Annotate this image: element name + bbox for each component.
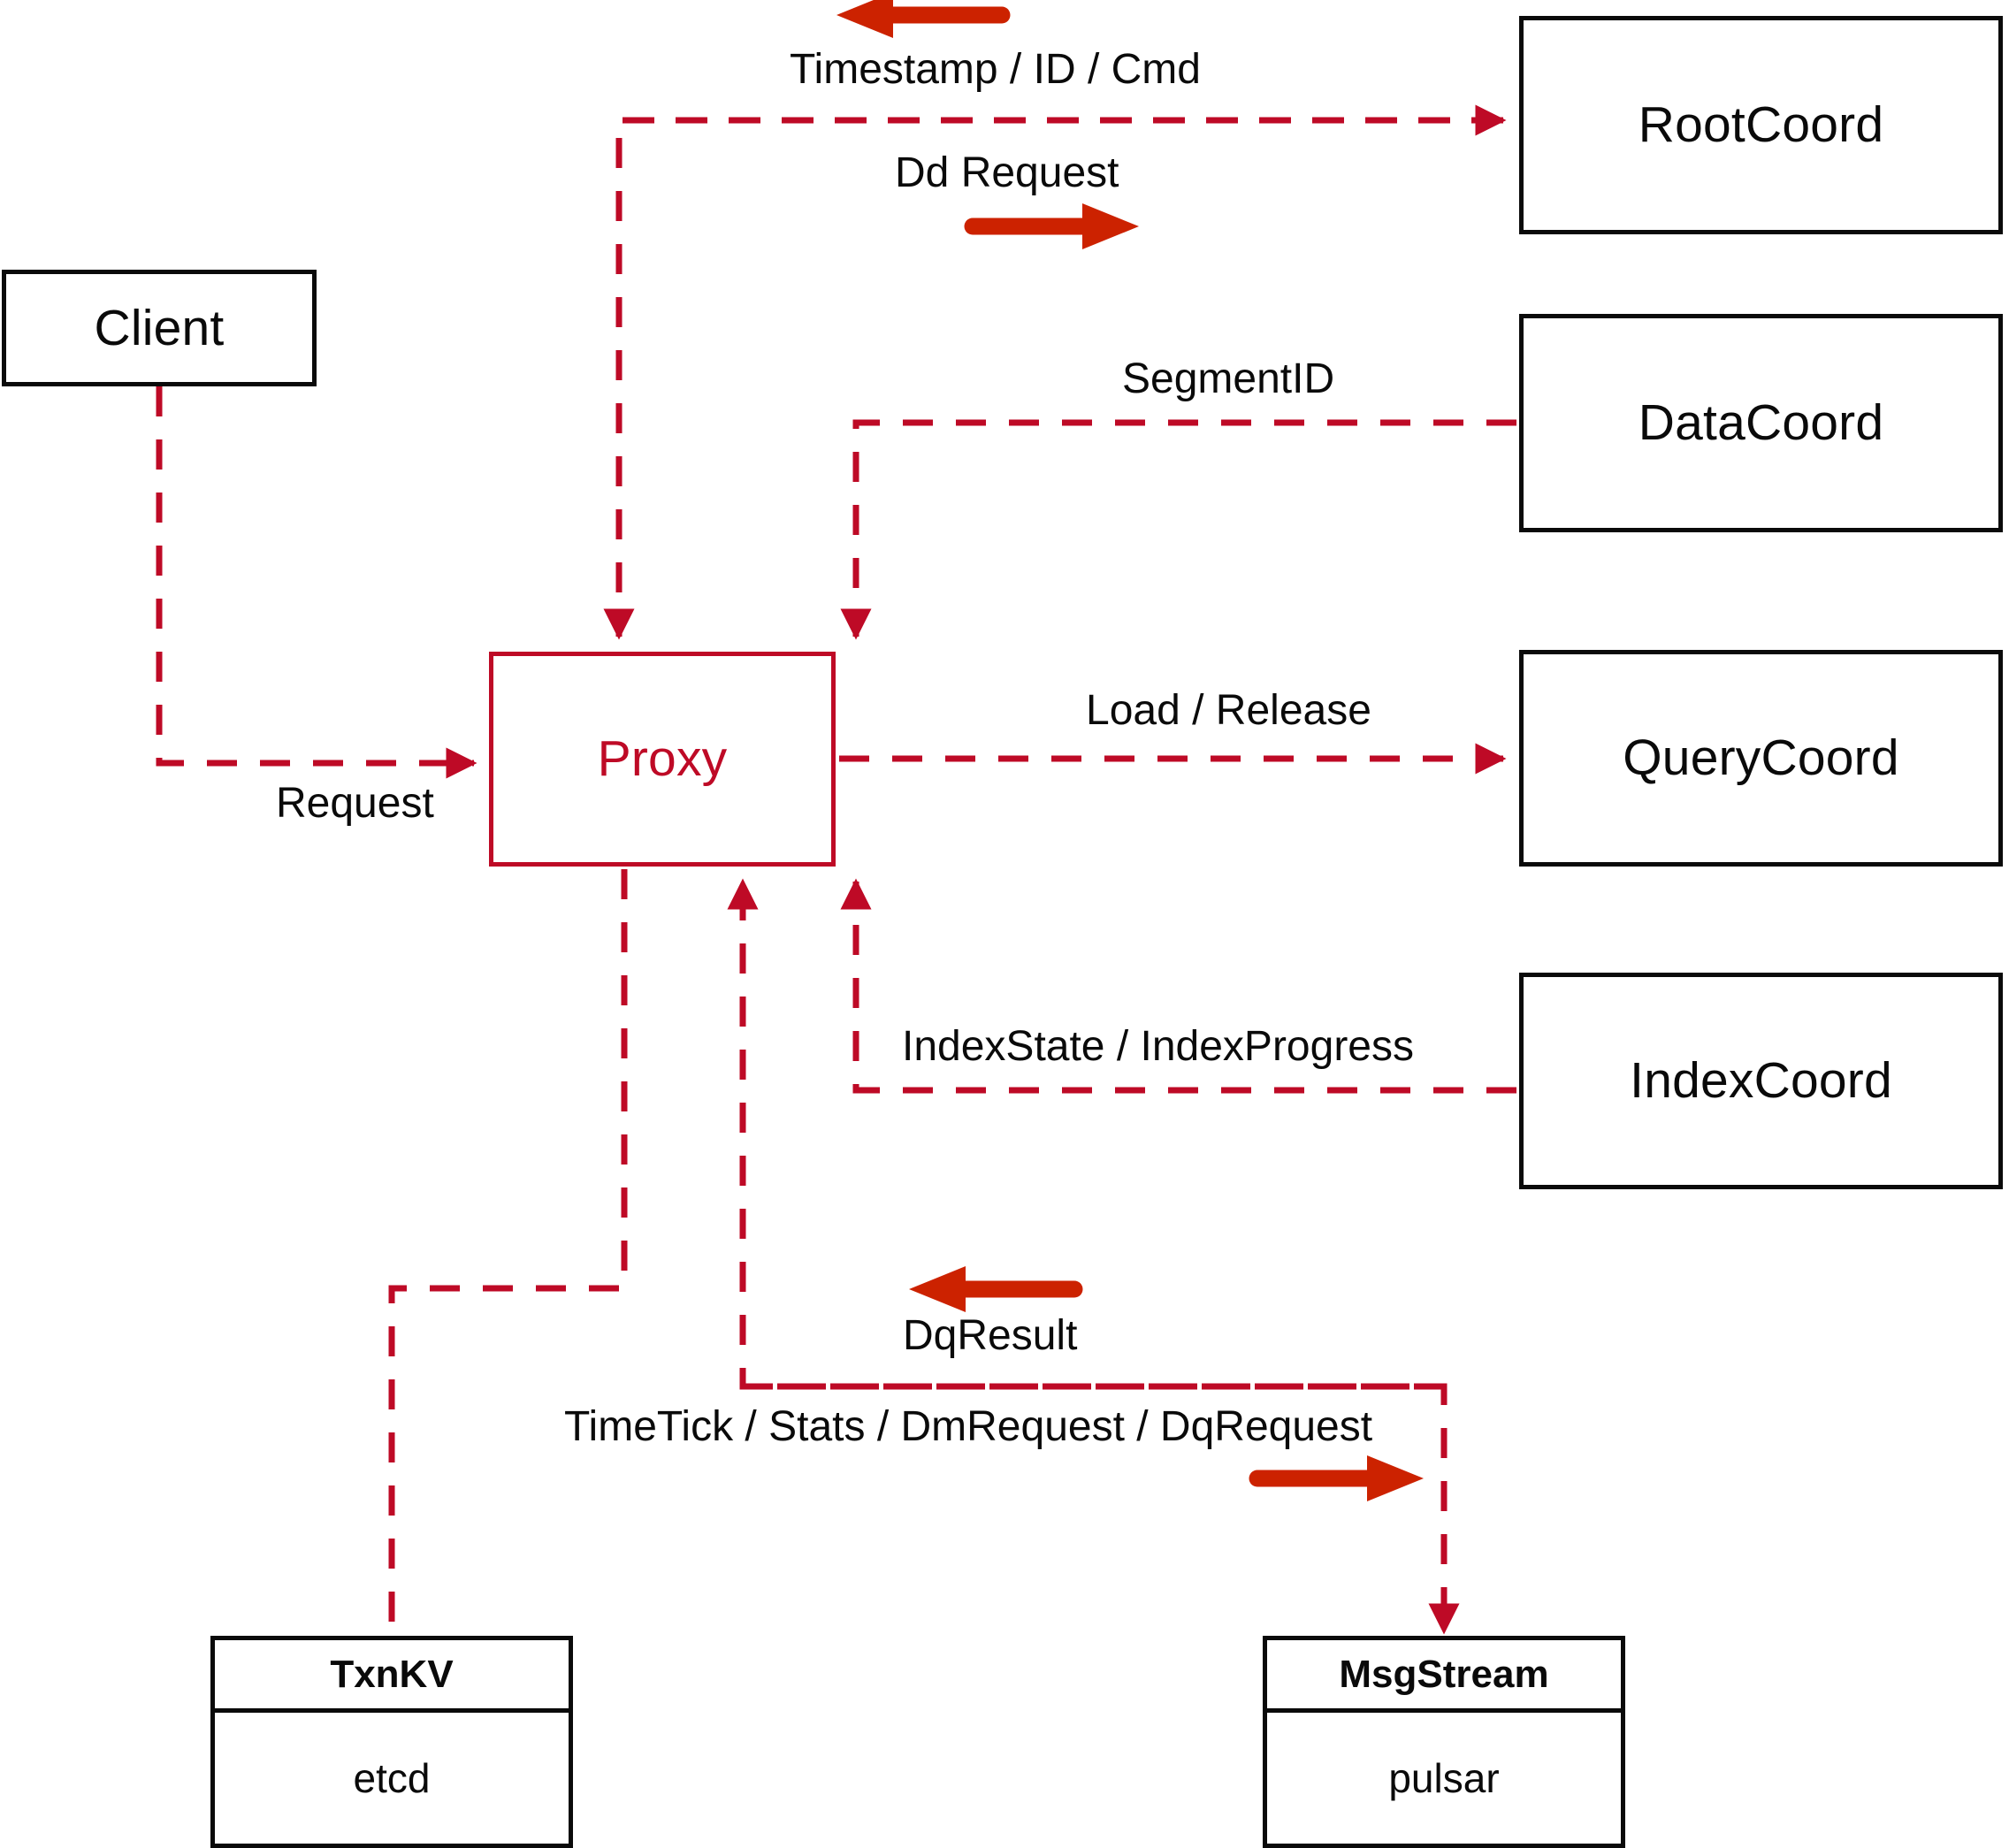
edge-label-dq-result: DqResult [903, 1312, 1078, 1359]
node-rootcoord[interactable]: RootCoord [1519, 16, 2003, 234]
edge-dd-request [603, 104, 1507, 640]
node-client[interactable]: Client [2, 270, 317, 386]
edge-dq-result [727, 878, 1444, 1390]
node-indexcoord[interactable]: IndexCoord [1519, 973, 2003, 1189]
node-msgstream[interactable]: MsgStream pulsar [1263, 1636, 1625, 1848]
node-msgstream-header: MsgStream [1267, 1640, 1621, 1713]
edge-label-load-release: Load / Release [1086, 687, 1371, 734]
node-msgstream-title: MsgStream [1339, 1652, 1549, 1696]
node-client-label: Client [94, 299, 225, 356]
edge-label-dd-request: Dd Request [895, 149, 1119, 196]
node-proxy[interactable]: Proxy [489, 652, 836, 867]
edge-label-timestamp-id-cmd: Timestamp / ID / Cmd [790, 46, 1201, 93]
node-txnkv[interactable]: TxnKV etcd [210, 1636, 573, 1848]
direction-arrow-msg-request-icon [1249, 1455, 1424, 1501]
node-datacoord-label: DataCoord [1638, 394, 1884, 451]
edge-label-request: Request [276, 780, 434, 827]
edge-index-state [840, 878, 1516, 1094]
direction-arrow-timestamp-icon [836, 0, 1011, 38]
direction-arrow-dd-request-icon [964, 203, 1139, 249]
node-datacoord[interactable]: DataCoord [1519, 314, 2003, 532]
node-indexcoord-label: IndexCoord [1630, 1052, 1892, 1109]
node-msgstream-impl: pulsar [1388, 1755, 1500, 1801]
edge-label-msg-request: TimeTick / Stats / DmRequest / DqRequest [564, 1403, 1373, 1450]
direction-arrow-dq-result-icon [909, 1266, 1083, 1312]
edge-request [156, 386, 477, 779]
node-msgstream-body: pulsar [1267, 1713, 1621, 1844]
node-querycoord[interactable]: QueryCoord [1519, 650, 2003, 867]
node-txnkv-title: TxnKV [330, 1652, 454, 1696]
node-txnkv-header: TxnKV [215, 1640, 569, 1713]
node-rootcoord-label: RootCoord [1638, 96, 1884, 153]
node-txnkv-impl: etcd [353, 1755, 431, 1801]
node-txnkv-body: etcd [215, 1713, 569, 1844]
edge-label-segment-id: SegmentID [1122, 355, 1335, 402]
edge-label-index-state: IndexState / IndexProgress [902, 1023, 1414, 1070]
node-proxy-label: Proxy [597, 730, 728, 787]
node-querycoord-label: QueryCoord [1623, 729, 1899, 786]
edge-proxy-txnkv [388, 869, 628, 1631]
edge-segment-id [840, 419, 1516, 640]
edge-msg-request [743, 1383, 1460, 1635]
